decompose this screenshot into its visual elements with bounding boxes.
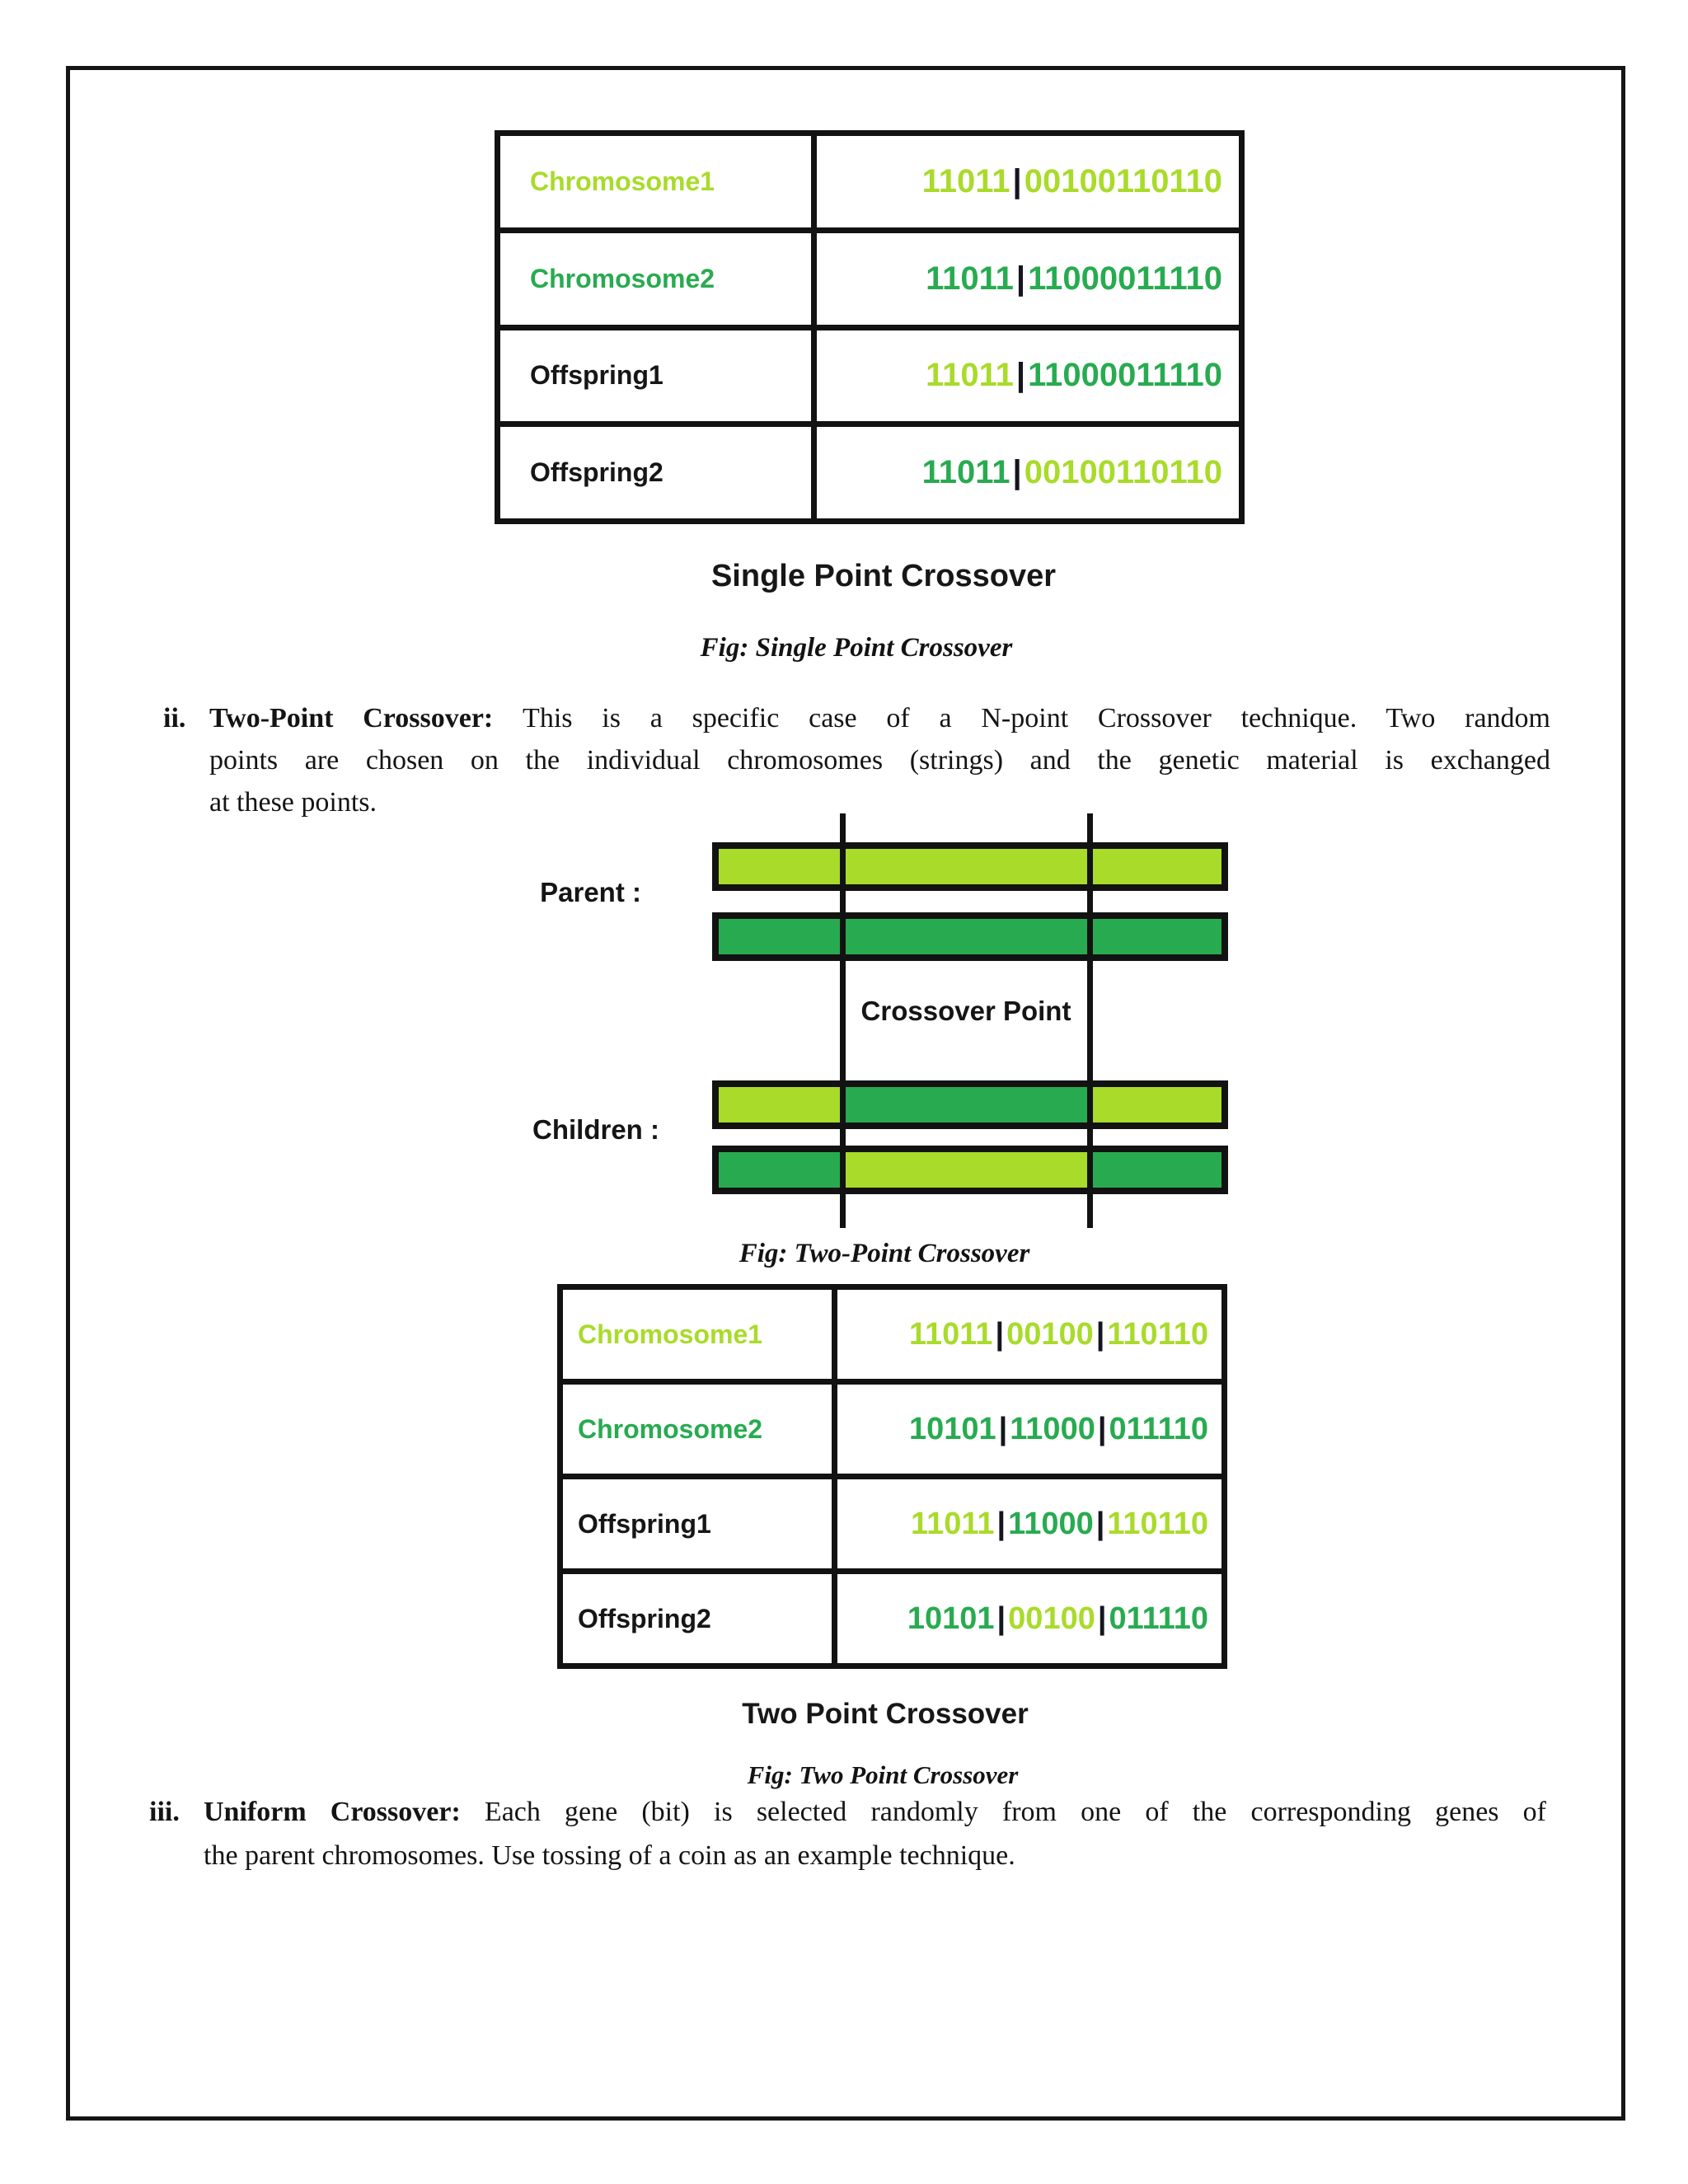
bit-segment: 11011 [911,1506,995,1541]
bit-segment: 11011 [926,357,1014,394]
bit-segment: 011110 [1109,1601,1208,1636]
crossover-separator: | [1015,260,1026,297]
chromosome-row-label: Offspring2 [563,1574,832,1663]
child-chromosome-bar-1 [712,1080,1228,1129]
paragraph-lead-bold: Uniform Crossover: [204,1797,485,1827]
chromosome-bit-string: 10101|00100|011110 [837,1574,1221,1663]
two-point-caption: Two Point Crossover [742,1698,1029,1730]
crossover-separator: | [1095,1506,1105,1541]
single-point-caption: Single Point Crossover [710,559,1057,593]
chromosome-bit-string: 11011|00100|110110 [837,1290,1221,1379]
paragraph-line: the parent chromosomes. Use tossing of a… [204,1840,1015,1871]
chromosome-row-label: Chromosome2 [500,232,811,325]
bit-segment: 11000 [1010,1411,1095,1446]
bit-segment: 011110 [1109,1411,1208,1446]
chromosome-bit-string: 11011|00100110110 [817,136,1239,227]
list-marker: ii. [163,703,186,733]
crossover-separator: | [1012,454,1022,491]
bit-segment: 11011 [921,454,1010,491]
chromosome-row-label: Offspring1 [563,1479,832,1568]
chromosome-bit-string: 11011|00100110110 [817,427,1239,518]
crossover-separator: | [1097,1601,1107,1636]
bit-segment: 00100 [1006,1316,1094,1352]
gene-segment [842,1087,1090,1122]
uniform-crossover-paragraph: iii. Uniform Crossover: Each gene (bit) i… [149,1790,1546,1877]
bit-segment: 11000011110 [1028,260,1222,297]
parent-chromosome-bar-2 [712,912,1228,961]
two-point-diagram-fig-caption: Fig: Two-Point Crossover [738,1239,1030,1268]
chromosome-bit-string: 11011|11000011110 [817,232,1239,325]
crossover-separator: | [1097,1411,1107,1446]
parent-label: Parent : [540,877,641,907]
bit-segment: 11000 [1008,1506,1094,1541]
bit-segment: 11000011110 [1028,357,1222,394]
crossover-separator: | [1012,162,1022,199]
bit-segment: 00100 [1008,1601,1095,1636]
crossover-separator: | [1095,1316,1105,1352]
bit-segment: 11011 [926,260,1014,297]
chromosome-bit-string: 10101|11000|011110 [837,1385,1221,1474]
chromosome-row-label: Offspring1 [500,330,811,422]
chromosome-bit-string: 11011|11000011110 [817,330,1239,422]
gene-segment [1090,1087,1221,1122]
crossover-separator: | [1015,357,1026,394]
two-point-crossover-paragraph: ii. Two-Point Crossover: This is a specif… [163,697,1550,823]
list-marker: iii. [149,1797,180,1827]
two-point-fig-caption: Fig: Two Point Crossover [747,1760,1019,1789]
crossover-separator: | [995,1316,1005,1352]
single-point-fig-caption: Fig: Single Point Crossover [700,633,1013,663]
gene-segment [719,1087,843,1122]
crossover-line-1 [840,813,846,1228]
gene-segment [719,1152,843,1188]
bit-segment: 10101 [907,1601,995,1636]
paragraph-line: Uniform Crossover: Each gene (bit) is se… [204,1797,1546,1827]
page-border [66,66,1625,2121]
crossover-separator: | [996,1601,1006,1636]
bit-segment: 00100110110 [1024,162,1222,199]
bit-segment: 10101 [908,1411,996,1446]
children-label: Children : [532,1114,659,1145]
paragraph-line: at these points. [209,787,377,818]
child-chromosome-bar-2 [712,1146,1228,1194]
bit-segment: 110110 [1107,1316,1208,1352]
gene-segment [842,1152,1090,1188]
chromosome-bit-string: 11011|11000|110110 [837,1479,1221,1568]
gene-segment [1090,1152,1221,1188]
bit-segment: 11011 [921,162,1010,199]
crossover-separator: | [998,1411,1008,1446]
bit-segment: 11011 [908,1316,993,1352]
parent-chromosome-bar-1 [712,842,1228,891]
paragraph-line: points are chosen on the individual chro… [209,745,1550,776]
chromosome-row-label: Chromosome2 [563,1385,832,1474]
paragraph-lead-bold: Two-Point Crossover: [209,703,523,733]
crossover-line-2 [1087,813,1093,1228]
crossover-separator: | [996,1506,1006,1541]
chromosome-row-label: Chromosome1 [500,136,811,227]
chromosome-row-label: Chromosome1 [563,1290,832,1379]
chromosome-row-label: Offspring2 [500,427,811,518]
paragraph-line: Two-Point Crossover: This is a specific … [209,703,1550,733]
bit-segment: 00100110110 [1024,454,1222,491]
crossover-point-label: Crossover Point [860,996,1071,1026]
bit-segment: 110110 [1107,1506,1208,1541]
